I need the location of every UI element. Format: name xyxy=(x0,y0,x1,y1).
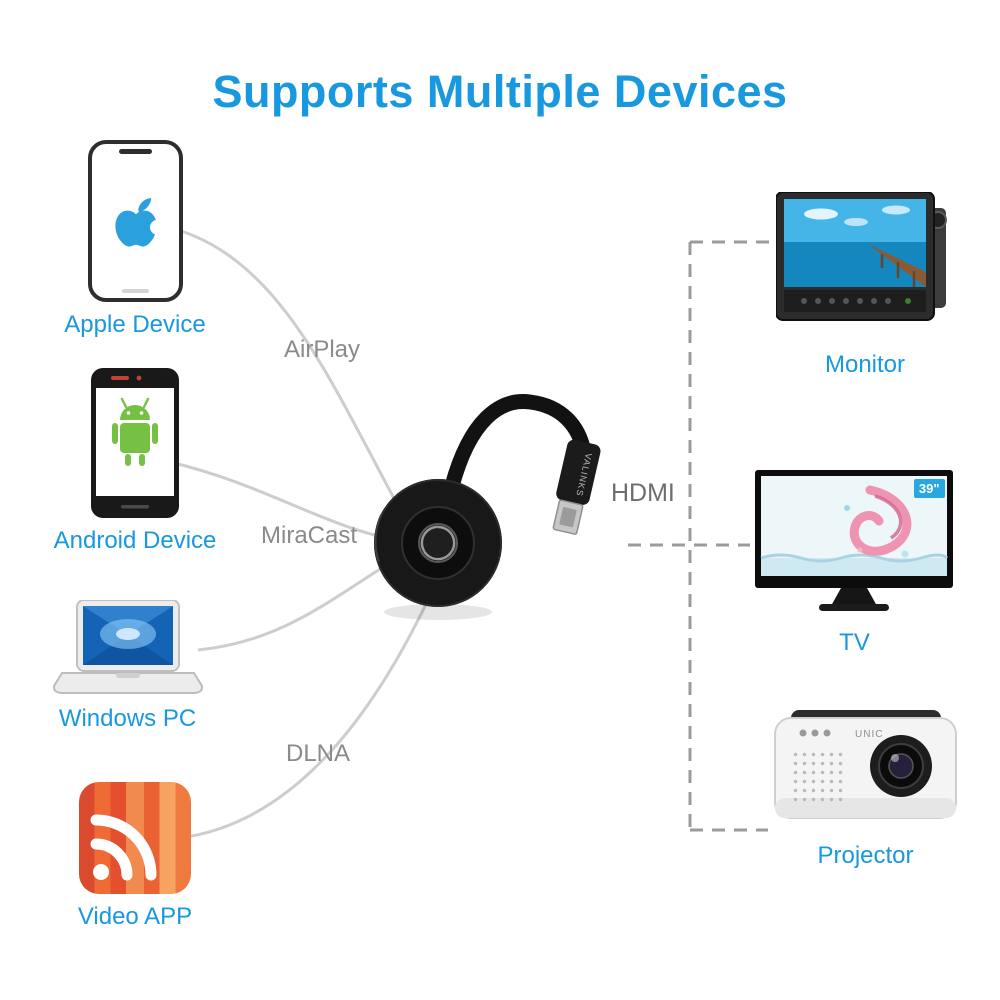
projector-vents xyxy=(791,750,845,806)
target-projector: UNIC Projector xyxy=(768,706,963,870)
source-android-device: Android Device xyxy=(35,368,235,555)
monitor-label: Monitor xyxy=(824,351,906,378)
protocol-airplay-label: AirPlay xyxy=(284,336,361,363)
android-device-label: Android Device xyxy=(53,527,217,554)
aperture-logo-icon xyxy=(420,525,456,561)
android-phone-icon xyxy=(91,368,179,518)
projector-brand-text: UNIC xyxy=(855,729,883,740)
source-video-app: Video APP xyxy=(35,782,235,931)
android-robot-icon xyxy=(112,397,158,466)
video-app-label: Video APP xyxy=(77,903,193,930)
protocol-dlna-label: DLNA xyxy=(286,740,351,767)
curve-videoapp-to-dongle xyxy=(179,599,430,840)
cast-broadcast-icon xyxy=(90,814,157,881)
iphone-icon xyxy=(87,140,183,302)
monitor-icon xyxy=(776,192,947,321)
apple-device-label: Apple Device xyxy=(64,311,206,338)
curve-apple-to-dongle xyxy=(177,228,398,503)
tv-icon: 39" xyxy=(754,470,955,620)
source-apple-device: Apple Device xyxy=(35,140,235,339)
curve-laptop-to-dongle xyxy=(197,564,386,652)
tv-size-badge: 39" xyxy=(913,479,945,498)
projector-icon: UNIC xyxy=(773,706,958,833)
protocol-miracast-label: MiraCast xyxy=(261,522,358,549)
hdmi-label: HDMI xyxy=(611,479,675,507)
curve-android-to-dongle xyxy=(169,460,379,538)
page-title: Supports Multiple Devices xyxy=(212,66,788,117)
target-monitor: Monitor xyxy=(770,192,960,379)
source-windows-pc: Windows PC xyxy=(15,600,240,733)
dongle-disc xyxy=(374,479,502,607)
target-tv: 39" TV xyxy=(752,470,957,657)
hdmi-plug: VALINKS xyxy=(552,439,601,535)
tv-label: TV xyxy=(839,629,870,656)
windows-pc-label: Windows PC xyxy=(58,705,197,732)
monitor-buttons xyxy=(801,298,891,304)
projector-label: Projector xyxy=(817,842,914,869)
apple-logo-icon xyxy=(114,198,165,247)
laptop-icon xyxy=(52,600,203,694)
video-app-icon xyxy=(79,782,191,894)
